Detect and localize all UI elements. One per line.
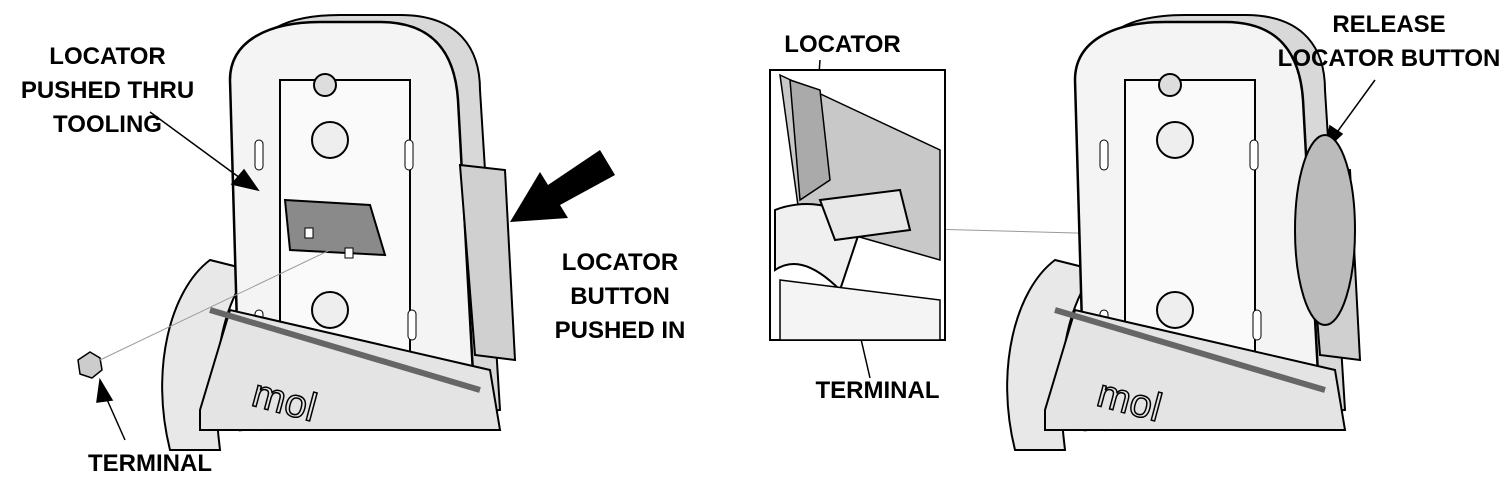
- button-pushed-label: LOCATOR BUTTON PUSHED IN: [554, 249, 686, 344]
- release-button: [1294, 134, 1356, 326]
- terminal-label-left: TERMINAL: [88, 450, 212, 477]
- detail-inset: [769, 69, 946, 341]
- release-locator-label: RELEASE LOCATOR BUTTON: [1277, 11, 1501, 72]
- terminal-part-left: [77, 249, 331, 379]
- locator-pushed-label: LOCATOR PUSHED THRU TOOLING: [20, 43, 195, 138]
- push-arrow-icon: [510, 150, 615, 222]
- locator-bar: [283, 198, 387, 259]
- locator-label-right: LOCATOR: [784, 31, 901, 58]
- terminal-label-right: TERMINAL: [815, 377, 940, 404]
